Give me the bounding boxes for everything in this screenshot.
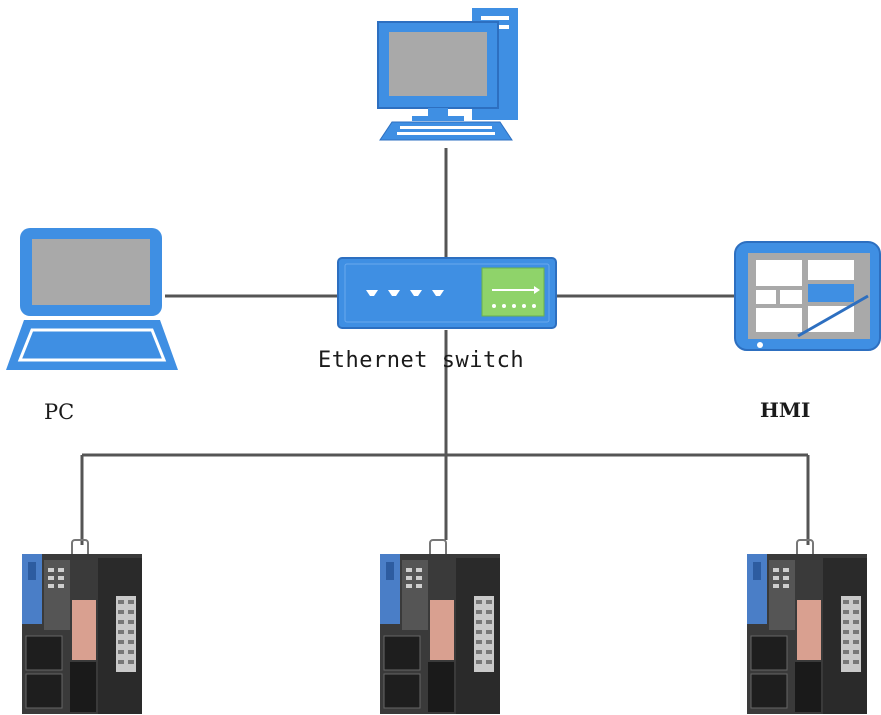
plc-controller-icon bbox=[379, 539, 501, 715]
plc-controller-icon bbox=[22, 539, 142, 714]
desktop-computer-icon bbox=[377, 8, 518, 141]
connection-lines bbox=[80, 148, 810, 545]
switch-label: Ethernet switch bbox=[318, 348, 525, 373]
switch-ports bbox=[366, 290, 444, 296]
plc-controller-icon bbox=[746, 539, 868, 715]
laptop-icon bbox=[6, 228, 178, 370]
hmi-touch-panel-icon bbox=[734, 241, 881, 351]
pc-label: PC bbox=[44, 400, 75, 424]
ethernet-switch-icon bbox=[337, 257, 557, 329]
hmi-label: HMI bbox=[760, 398, 811, 422]
